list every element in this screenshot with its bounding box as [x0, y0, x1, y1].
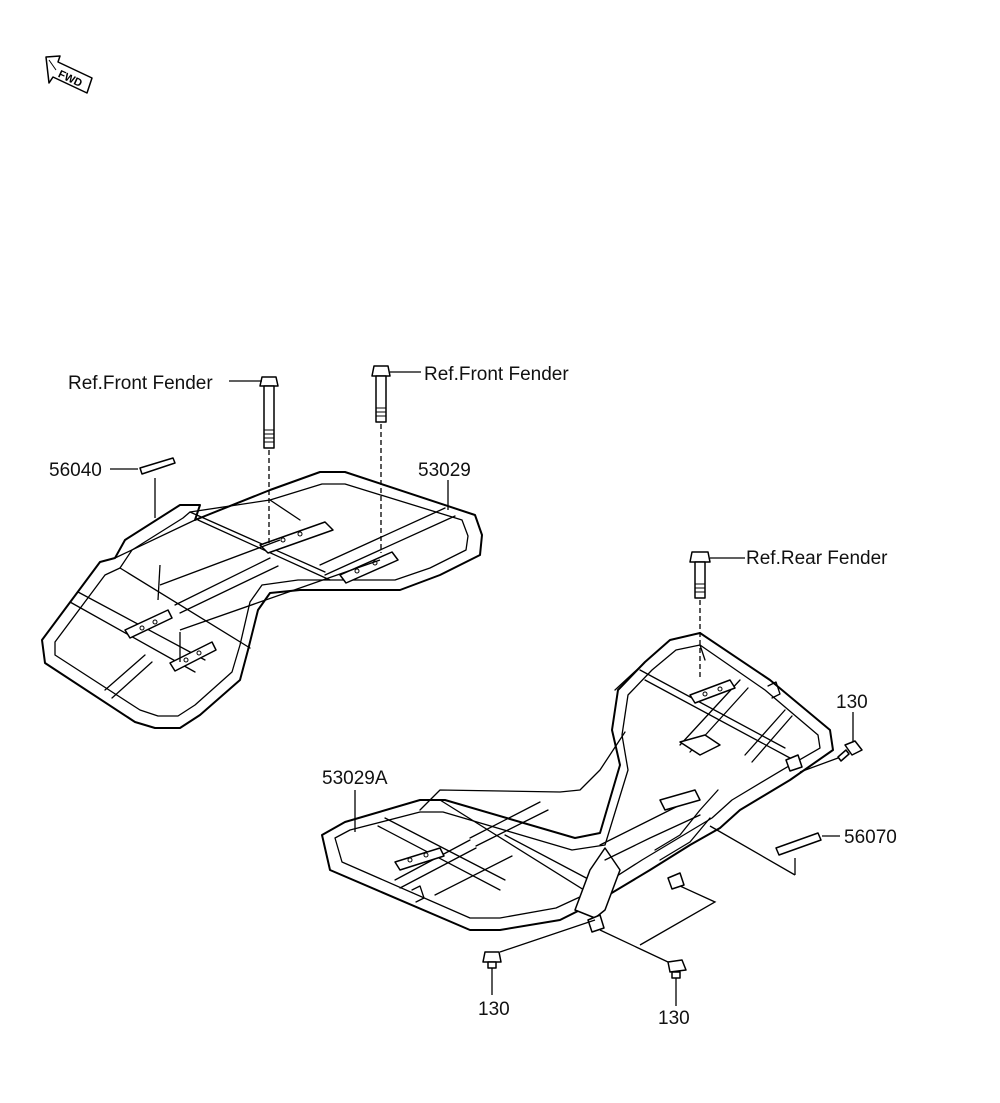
part-130-right-label: 130 — [836, 692, 868, 713]
ref-front-fender-left-label: Ref.Front Fender — [68, 373, 213, 394]
bolt-130-bottom-center-icon — [667, 959, 687, 979]
rear-fender-bolt-icon — [689, 551, 711, 599]
part-56070-label: 56070 — [844, 827, 897, 848]
rear-carrier-53029A — [321, 632, 834, 933]
bolt-130-right-icon — [837, 740, 863, 762]
part-130-bottom-center-label: 130 — [658, 1008, 690, 1029]
part-53029-label: 53029 — [418, 460, 471, 481]
part-130-bottom-left-label: 130 — [478, 999, 510, 1020]
part-56040-label: 56040 — [49, 460, 102, 481]
front-fender-bolt-right-icon — [371, 365, 391, 423]
part-56070-icon — [775, 832, 822, 856]
fwd-arrow-icon: FWD — [45, 55, 93, 94]
bolt-130-bottom-left-icon — [482, 951, 502, 969]
part-53029A-label: 53029A — [322, 768, 388, 789]
part-56040-icon — [139, 457, 176, 475]
front-carrier-53029 — [41, 471, 483, 729]
ref-front-fender-right-label: Ref.Front Fender — [424, 364, 569, 385]
front-fender-bolt-left-icon — [259, 376, 279, 449]
ref-rear-fender-label: Ref.Rear Fender — [746, 548, 888, 569]
